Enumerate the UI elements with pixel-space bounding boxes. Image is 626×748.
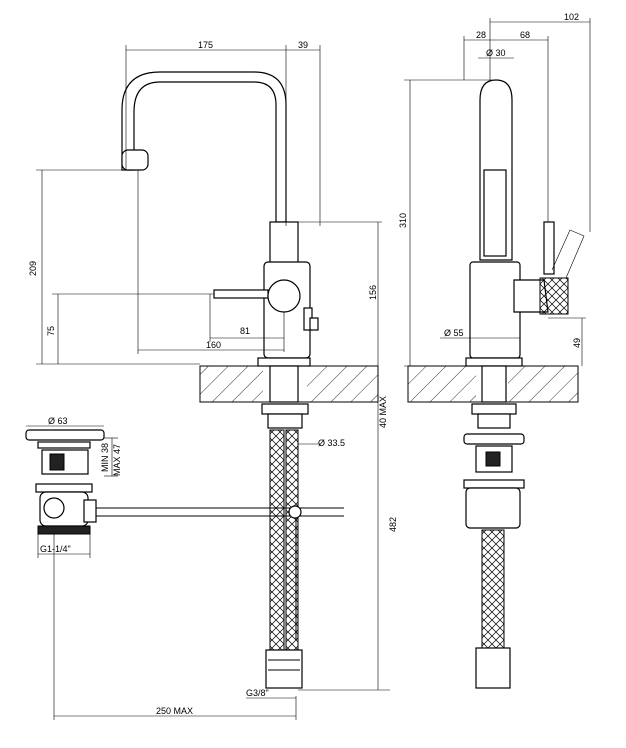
dim-d63: Ø 63 bbox=[48, 416, 68, 426]
dim-33-5: Ø 33.5 bbox=[318, 438, 345, 448]
dim-max47: MAX 47 bbox=[112, 444, 122, 476]
dim-g114: G1-1/4" bbox=[40, 544, 71, 554]
dim-28: 28 bbox=[476, 30, 486, 40]
dim-g38: G3/8" bbox=[246, 688, 269, 698]
side-view bbox=[404, 18, 591, 689]
dim-d30: Ø 30 bbox=[486, 48, 506, 58]
dim-175: 175 bbox=[198, 40, 213, 50]
waste-detail bbox=[25, 425, 118, 558]
spout-front bbox=[121, 71, 287, 223]
dim-209: 209 bbox=[28, 261, 38, 276]
dim-min38: MIN 38 bbox=[100, 443, 110, 472]
dim-68: 68 bbox=[520, 30, 530, 40]
dim-81: 81 bbox=[240, 326, 250, 336]
hose-left bbox=[269, 429, 285, 651]
dim-40max: 40 MAX bbox=[378, 396, 388, 428]
dim-39: 39 bbox=[298, 40, 308, 50]
dim-160: 160 bbox=[206, 340, 221, 350]
dim-d55: Ø 55 bbox=[444, 328, 464, 338]
dim-250max: 250 MAX bbox=[156, 706, 193, 716]
dim-49: 49 bbox=[572, 338, 582, 348]
dim-156: 156 bbox=[368, 285, 378, 300]
front-view bbox=[36, 45, 390, 720]
dim-75: 75 bbox=[46, 326, 56, 336]
dim-482: 482 bbox=[388, 517, 398, 532]
knurled-knob bbox=[539, 277, 569, 315]
dim-102: 102 bbox=[564, 12, 579, 22]
dim-310: 310 bbox=[398, 213, 408, 228]
